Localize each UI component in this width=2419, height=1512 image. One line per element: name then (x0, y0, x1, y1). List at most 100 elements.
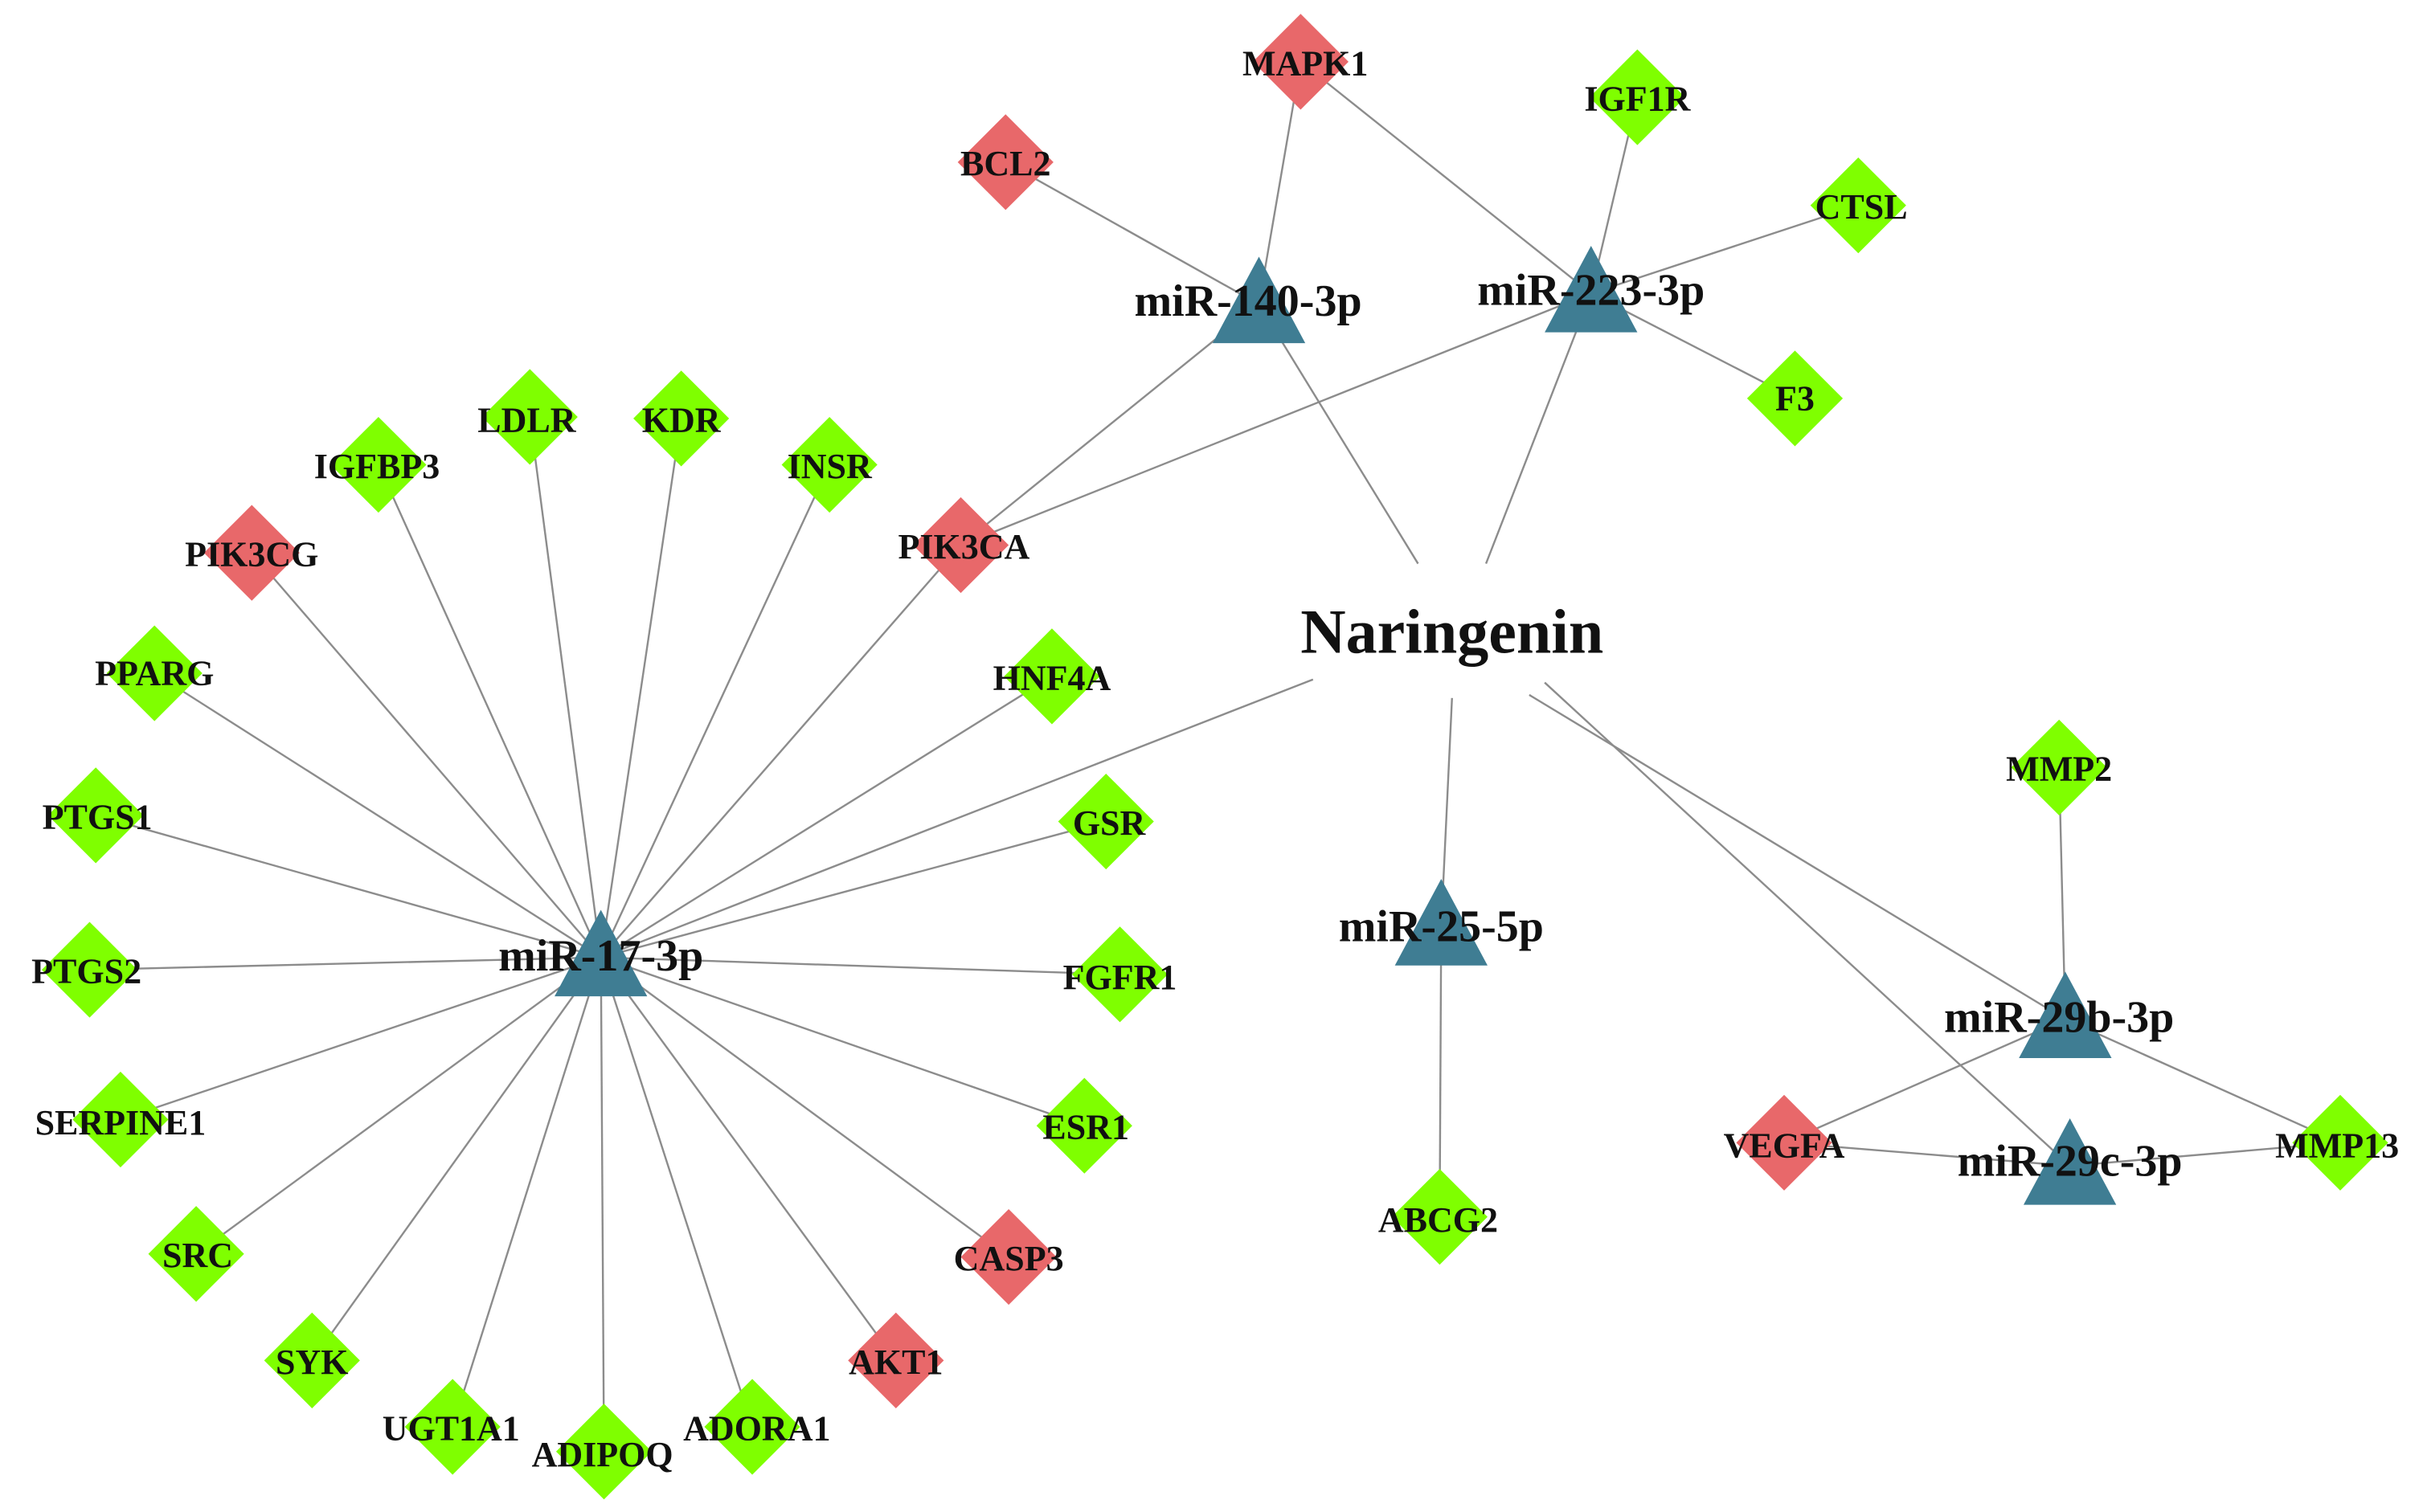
mirna-label-m29c: miR-29c-3p (1958, 1136, 2183, 1186)
gene-label-adipoq: ADIPOQ (532, 1435, 673, 1474)
edge-drug-m140 (1258, 304, 1419, 565)
gene-label-pparg: PPARG (95, 654, 214, 693)
edge-m29c-VEGFA (1783, 1142, 2070, 1167)
gene-node-ptgs2[interactable] (41, 922, 138, 1018)
mirna-node-m25[interactable] (1394, 879, 1488, 966)
gene-node-ptgs1[interactable] (47, 767, 144, 864)
edge-drug-m29c (1544, 681, 2071, 1167)
gene-label-src: SRC (162, 1236, 233, 1275)
gene-label-insr: INSR (788, 447, 873, 486)
edge-m17-LDLR (529, 416, 602, 958)
gene-node-mapk1[interactable] (1252, 14, 1349, 110)
gene-node-serpine1[interactable] (72, 1071, 169, 1168)
gene-node-kdr[interactable] (633, 370, 730, 467)
gene-label-mapk1: MAPK1 (1242, 43, 1368, 83)
drug-node-naringenin[interactable]: Naringenin (1300, 597, 1603, 667)
gene-node-akt1[interactable] (848, 1312, 944, 1408)
gene-label-ptgs1: PTGS1 (43, 797, 153, 836)
gene-node-ctsl[interactable] (1810, 157, 1906, 254)
edge-m17-SERPINE1 (120, 956, 602, 1121)
edge-m17-UGT1A1 (452, 957, 602, 1428)
edge-m17-ADIPOQ (600, 957, 605, 1452)
gene-node-pparg[interactable] (106, 625, 203, 721)
gene-node-igf1r[interactable] (1589, 49, 1686, 145)
gene-node-src[interactable] (148, 1206, 244, 1302)
mirna-label-m140: miR-140-3p (1135, 276, 1362, 326)
gene-node-adora1[interactable] (704, 1379, 800, 1475)
gene-node-ugt1a1[interactable] (404, 1379, 501, 1475)
mirna-node-m140[interactable] (1212, 256, 1306, 344)
gene-node-insr[interactable] (781, 416, 878, 513)
nodes-layer (41, 14, 2388, 1500)
gene-label-f3: F3 (1775, 378, 1815, 418)
mirna-node-m223[interactable] (1545, 245, 1638, 333)
gene-node-ldlr[interactable] (481, 369, 578, 465)
edge-m17-GSR (600, 820, 1107, 958)
edge-m17-AKT1 (600, 956, 897, 1362)
gene-label-ugt1a1: UGT1A1 (383, 1408, 520, 1448)
edge-m17-SYK (311, 956, 602, 1362)
edge-drug-m29b (1529, 693, 2066, 1020)
mirna-node-m17[interactable] (555, 909, 648, 997)
gene-label-hnf4a: HNF4A (993, 658, 1111, 697)
gene-label-igfbp3: IGFBP3 (314, 447, 440, 486)
gene-node-esr1[interactable] (1036, 1077, 1132, 1174)
gene-label-serpine1: SERPINE1 (35, 1103, 207, 1142)
mirna-node-m29b[interactable] (2019, 971, 2112, 1059)
gene-node-adipoq[interactable] (555, 1404, 653, 1500)
gene-node-casp3[interactable] (960, 1209, 1057, 1306)
gene-label-mmp2: MMP2 (2006, 750, 2112, 789)
edge-m17-PPARG (153, 672, 602, 958)
gene-label-mmp13: MMP13 (2275, 1126, 2399, 1166)
edge-m140-BCL2 (1005, 161, 1260, 305)
gene-label-esr1: ESR1 (1042, 1108, 1129, 1147)
gene-node-pik3ca[interactable] (912, 497, 1009, 594)
gene-node-syk[interactable] (264, 1312, 360, 1408)
edge-m17-PTGS2 (89, 956, 601, 971)
gene-node-vegfa[interactable] (1736, 1094, 1832, 1191)
edge-m17-ADORA1 (600, 957, 754, 1428)
edges-layer (89, 60, 2341, 1452)
gene-node-mmp2[interactable] (2011, 719, 2107, 815)
mirna-node-m29c[interactable] (2023, 1118, 2117, 1205)
gene-label-akt1: AKT1 (849, 1342, 943, 1382)
edge-m223-CTSL (1590, 204, 1859, 295)
mirna-label-m17: miR-17-3p (498, 931, 703, 981)
gene-label-adora1: ADORA1 (683, 1408, 830, 1448)
gene-label-ldlr: LDLR (477, 400, 576, 439)
gene-label-pik3ca: PIK3CA (898, 527, 1029, 566)
edge-m17-FGFR1 (600, 956, 1120, 976)
edge-m17-PTGS1 (95, 814, 602, 958)
gene-label-ctsl: CTSL (1815, 187, 1908, 227)
gene-label-igf1r: IGF1R (1584, 80, 1691, 119)
gene-label-bcl2: BCL2 (960, 144, 1050, 183)
edge-m140-PIK3CA (960, 303, 1260, 546)
gene-label-casp3: CASP3 (954, 1239, 1064, 1278)
edge-drug-m223 (1484, 292, 1592, 564)
edge-m29c-MMP13 (2069, 1142, 2341, 1167)
gene-node-fgfr1[interactable] (1071, 926, 1169, 1023)
mirna-label-m29b: miR-29b-3p (1944, 993, 2174, 1043)
edge-m17-HNF4A (600, 675, 1053, 958)
gene-node-igfbp3[interactable] (330, 416, 427, 513)
edge-m17-INSR (600, 464, 831, 958)
gene-node-abcg2[interactable] (1391, 1169, 1488, 1265)
gene-node-hnf4a[interactable] (1004, 628, 1100, 725)
gene-node-f3[interactable] (1746, 350, 1844, 447)
edge-m17-CASP3 (600, 956, 1009, 1258)
gene-node-gsr[interactable] (1058, 773, 1154, 870)
gene-label-pik3cg: PIK3CG (185, 535, 318, 574)
gene-label-fgfr1: FGFR1 (1063, 958, 1177, 997)
gene-label-syk: SYK (276, 1342, 348, 1382)
gene-node-pik3cg[interactable] (203, 505, 300, 601)
edge-m29b-VEGFA (1783, 1018, 2066, 1144)
gene-node-mmp13[interactable] (2292, 1094, 2388, 1191)
edge-m17-KDR (600, 418, 682, 958)
gene-node-bcl2[interactable] (957, 114, 1054, 210)
edge-drug-m17 (600, 678, 1314, 958)
edge-m223-MAPK1 (1300, 60, 1592, 295)
gene-label-gsr: GSR (1073, 803, 1147, 843)
